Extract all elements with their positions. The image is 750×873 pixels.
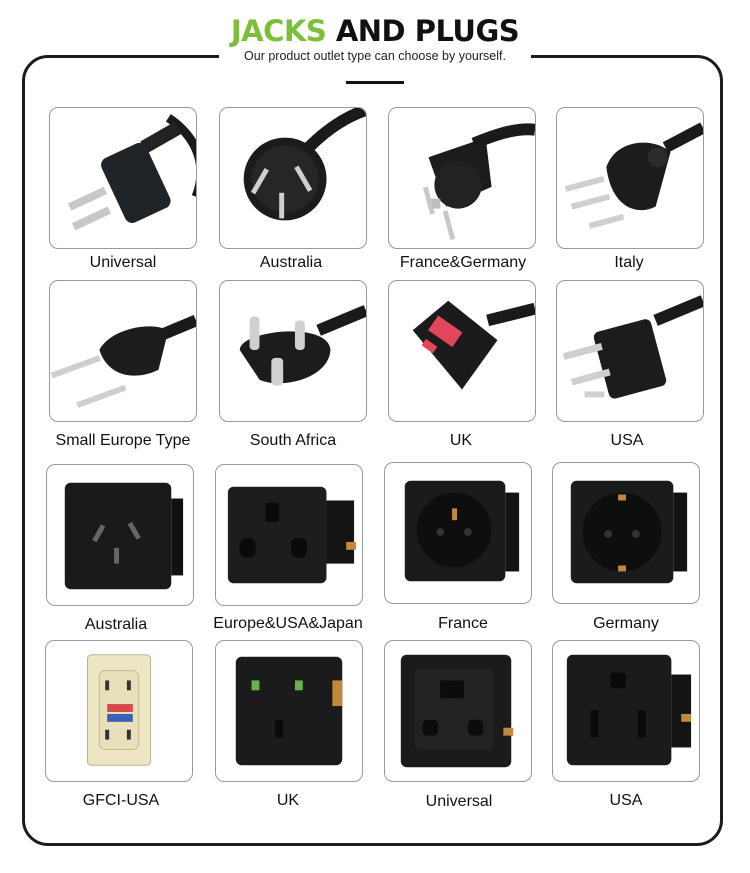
socket-france-icon [404,480,520,582]
product-card-uk-socket[interactable] [215,640,363,782]
socket-germany-icon [570,480,688,584]
product-card-europe-usa-japan-socket[interactable] [215,464,363,606]
label-uk-plug: UK [449,432,473,449]
label-small-europe-plug: Small Europe Type [55,432,191,449]
socket-usa-icon [566,654,692,766]
plug-australia-icon [243,108,366,221]
product-card-australia-plug[interactable] [219,107,367,249]
frame-title-gap [219,50,531,64]
product-card-italy-plug[interactable] [556,107,704,249]
label-universal-plug: Universal [89,254,157,271]
product-card-germany-socket[interactable] [552,462,700,604]
plug-france-germany-icon [423,123,535,241]
page-title: JACKS AND PLUGS [0,14,750,48]
plug-uk-icon [412,300,535,390]
product-card-usa-plug[interactable] [556,280,704,422]
product-card-france-germany-plug[interactable] [388,107,536,249]
product-card-usa-socket[interactable] [552,640,700,782]
label-france-germany-plug: France&Germany [399,254,527,271]
plug-usa-icon [562,295,703,399]
product-card-france-socket[interactable] [384,462,532,604]
socket-australia-icon [64,482,184,590]
socket-universal-icon [400,654,514,768]
label-australia-plug: Australia [259,254,323,271]
label-gfci-usa-outlet: GFCI-USA [82,792,160,809]
product-card-universal-socket[interactable] [384,640,532,782]
product-card-uk-plug[interactable] [388,280,536,422]
label-south-africa-plug: South Africa [249,432,337,449]
title-rest: AND PLUGS [326,14,520,48]
label-italy-plug: Italy [614,254,644,271]
product-card-universal-plug[interactable] [49,107,197,249]
plug-small-europe-icon [50,314,196,408]
label-germany-socket: Germany [593,615,659,632]
label-universal-socket: Universal [425,793,493,810]
product-card-south-africa-plug[interactable] [219,280,367,422]
outlet-gfci-usa-icon [86,654,152,766]
title-underline [346,81,404,84]
title-accent: JACKS [230,14,327,48]
plug-south-africa-icon [239,305,366,386]
label-france-socket: France [438,615,488,632]
label-uk-socket: UK [276,792,300,809]
product-card-australia-socket[interactable] [46,464,194,606]
label-usa-socket: USA [609,792,643,809]
socket-uk-icon [235,656,343,766]
label-europe-usa-japan-socket: Europe&USA&Japan [213,615,363,632]
label-usa-plug: USA [610,432,644,449]
page-subtitle: Our product outlet type can choose by yo… [244,49,506,63]
plug-universal-icon [67,114,196,231]
product-card-gfci-usa-outlet[interactable] [45,640,193,782]
socket-europe-usa-japan-icon [227,486,357,584]
product-card-small-europe-plug[interactable] [49,280,197,422]
label-australia-socket: Australia [84,616,148,633]
plug-italy-icon [564,122,703,229]
